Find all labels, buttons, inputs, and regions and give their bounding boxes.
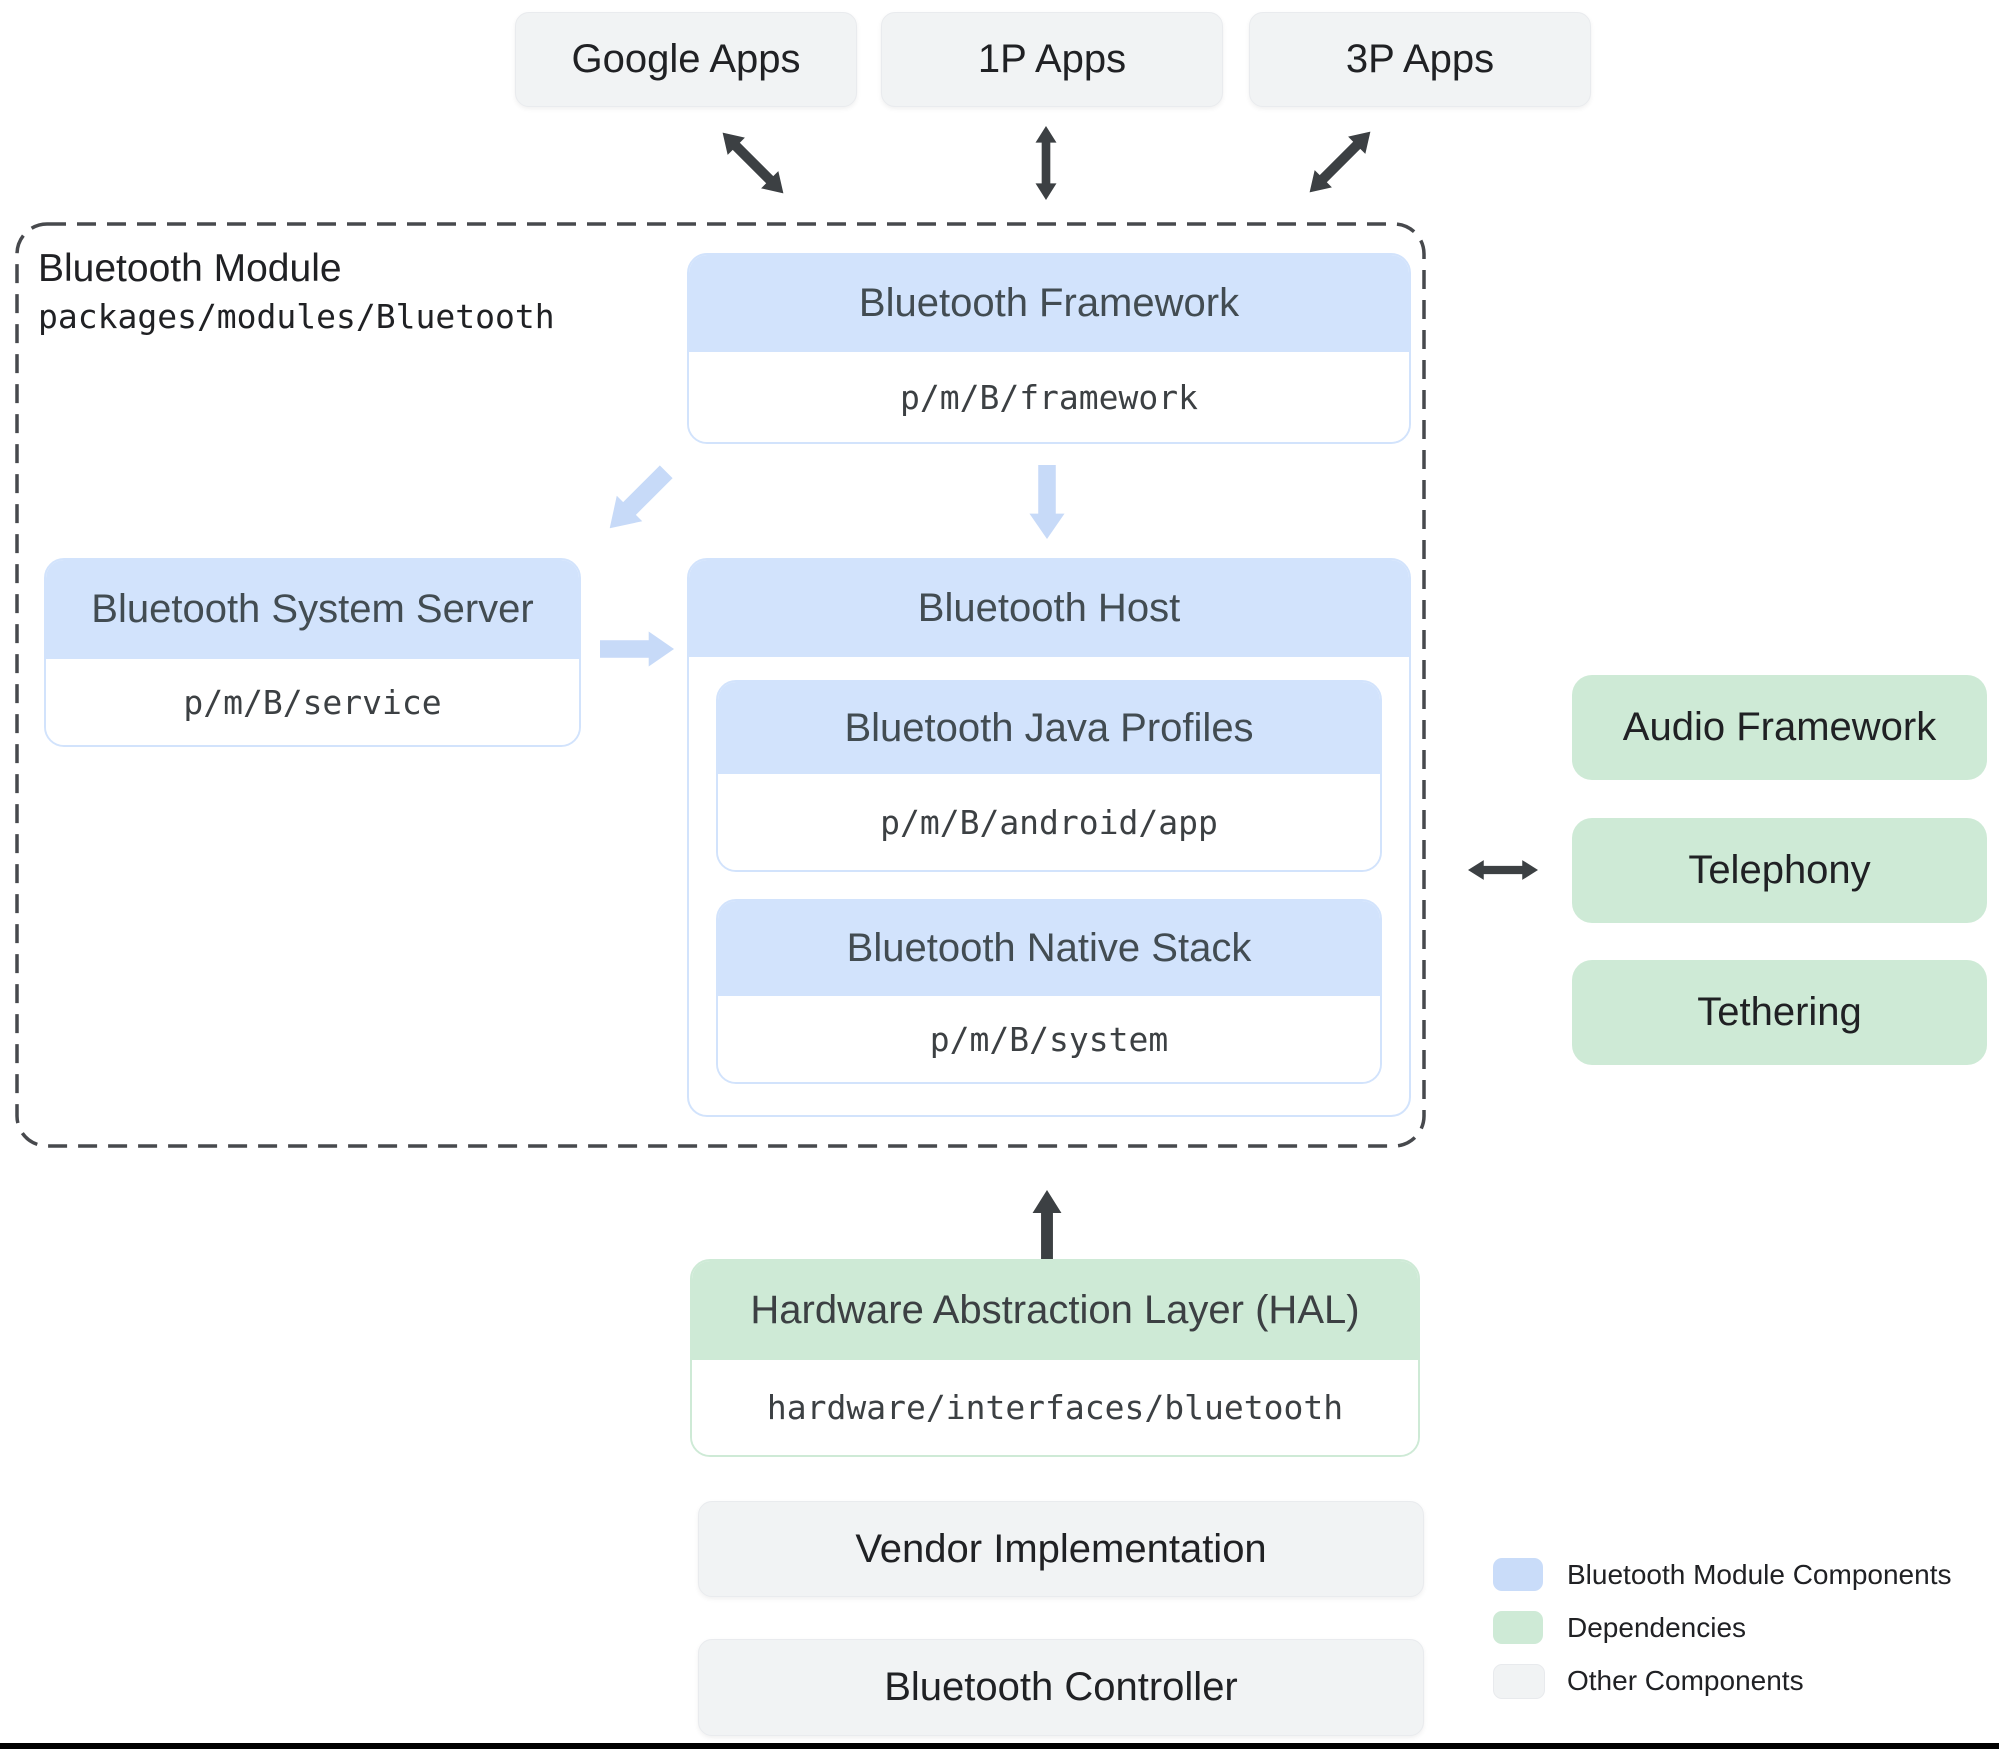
bluetooth-module-path: packages/modules/Bluetooth	[38, 297, 555, 336]
third-party-apps-label: 3P Apps	[1345, 37, 1495, 81]
bidirectional-diagonal-arrow-icon	[1309, 131, 1371, 193]
bluetooth-native-stack-path: p/m/B/system	[718, 996, 1380, 1082]
bluetooth-native-stack-header: Bluetooth Native Stack	[718, 901, 1380, 996]
bidirectional-vertical-arrow-icon	[1035, 126, 1057, 200]
bluetooth-system-server-path: p/m/B/service	[46, 659, 579, 745]
hal-path: hardware/interfaces/bluetooth	[692, 1360, 1418, 1455]
bluetooth-controller-box: Bluetooth Controller	[698, 1639, 1424, 1736]
third-party-apps-box: 3P Apps	[1249, 12, 1591, 107]
bluetooth-framework-header: Bluetooth Framework	[689, 255, 1409, 352]
right-arrow-icon	[600, 631, 674, 667]
google-apps-box: Google Apps	[515, 12, 857, 107]
audio-framework-label: Audio Framework	[1622, 705, 1937, 749]
bluetooth-java-profiles-box: Bluetooth Java Profiles p/m/B/android/ap…	[716, 680, 1382, 872]
telephony-box: Telephony	[1572, 818, 1987, 923]
audio-framework-box: Audio Framework	[1572, 675, 1987, 780]
bluetooth-java-profiles-path: p/m/B/android/app	[718, 774, 1380, 870]
tethering-box: Tethering	[1572, 960, 1987, 1065]
legend-label-other-components: Other Components	[1567, 1664, 1804, 1696]
bluetooth-framework-path: p/m/B/framework	[689, 352, 1409, 442]
legend-chip-other-components	[1493, 1664, 1545, 1699]
bluetooth-framework-box: Bluetooth Framework p/m/B/framework	[687, 253, 1411, 444]
bluetooth-native-stack-box: Bluetooth Native Stack p/m/B/system	[716, 899, 1382, 1084]
bidirectional-diagonal-arrow-icon	[722, 132, 784, 194]
bluetooth-system-server-box: Bluetooth System Server p/m/B/service	[44, 558, 581, 747]
bluetooth-module-dashed-border	[15, 222, 1426, 1148]
tethering-label: Tethering	[1697, 990, 1862, 1034]
first-party-apps-label: 1P Apps	[977, 37, 1127, 81]
google-apps-label: Google Apps	[571, 37, 801, 81]
bluetooth-system-server-header: Bluetooth System Server	[46, 560, 579, 659]
bluetooth-module-title: Bluetooth Module	[38, 247, 342, 290]
bluetooth-controller-label: Bluetooth Controller	[884, 1665, 1238, 1709]
bluetooth-host-box: Bluetooth Host Bluetooth Java Profiles p…	[687, 558, 1411, 1117]
first-party-apps-box: 1P Apps	[881, 12, 1223, 107]
bottom-edge-bar	[0, 1743, 1999, 1749]
bluetooth-module-title-block: Bluetooth Module packages/modules/Blueto…	[38, 244, 555, 340]
hal-header: Hardware Abstraction Layer (HAL)	[692, 1261, 1418, 1360]
legend-chip-bluetooth-module-components	[1493, 1558, 1543, 1591]
bluetooth-host-header: Bluetooth Host	[689, 560, 1409, 657]
vendor-implementation-label: Vendor Implementation	[855, 1526, 1267, 1571]
legend-chip-dependencies	[1493, 1611, 1543, 1644]
down-left-arrow-icon	[609, 465, 673, 529]
hal-box: Hardware Abstraction Layer (HAL) hardwar…	[690, 1259, 1420, 1457]
legend-label-bluetooth-module-components: Bluetooth Module Components	[1567, 1558, 1952, 1590]
bidirectional-horizontal-arrow-icon	[1468, 860, 1538, 880]
telephony-label: Telephony	[1688, 848, 1871, 892]
bidirectional-vertical-arrow-icon	[1032, 1190, 1062, 1292]
bluetooth-java-profiles-header: Bluetooth Java Profiles	[718, 682, 1380, 774]
legend-label-dependencies: Dependencies	[1567, 1611, 1747, 1643]
down-arrow-icon	[1029, 465, 1065, 539]
vendor-implementation-box: Vendor Implementation	[698, 1501, 1424, 1597]
